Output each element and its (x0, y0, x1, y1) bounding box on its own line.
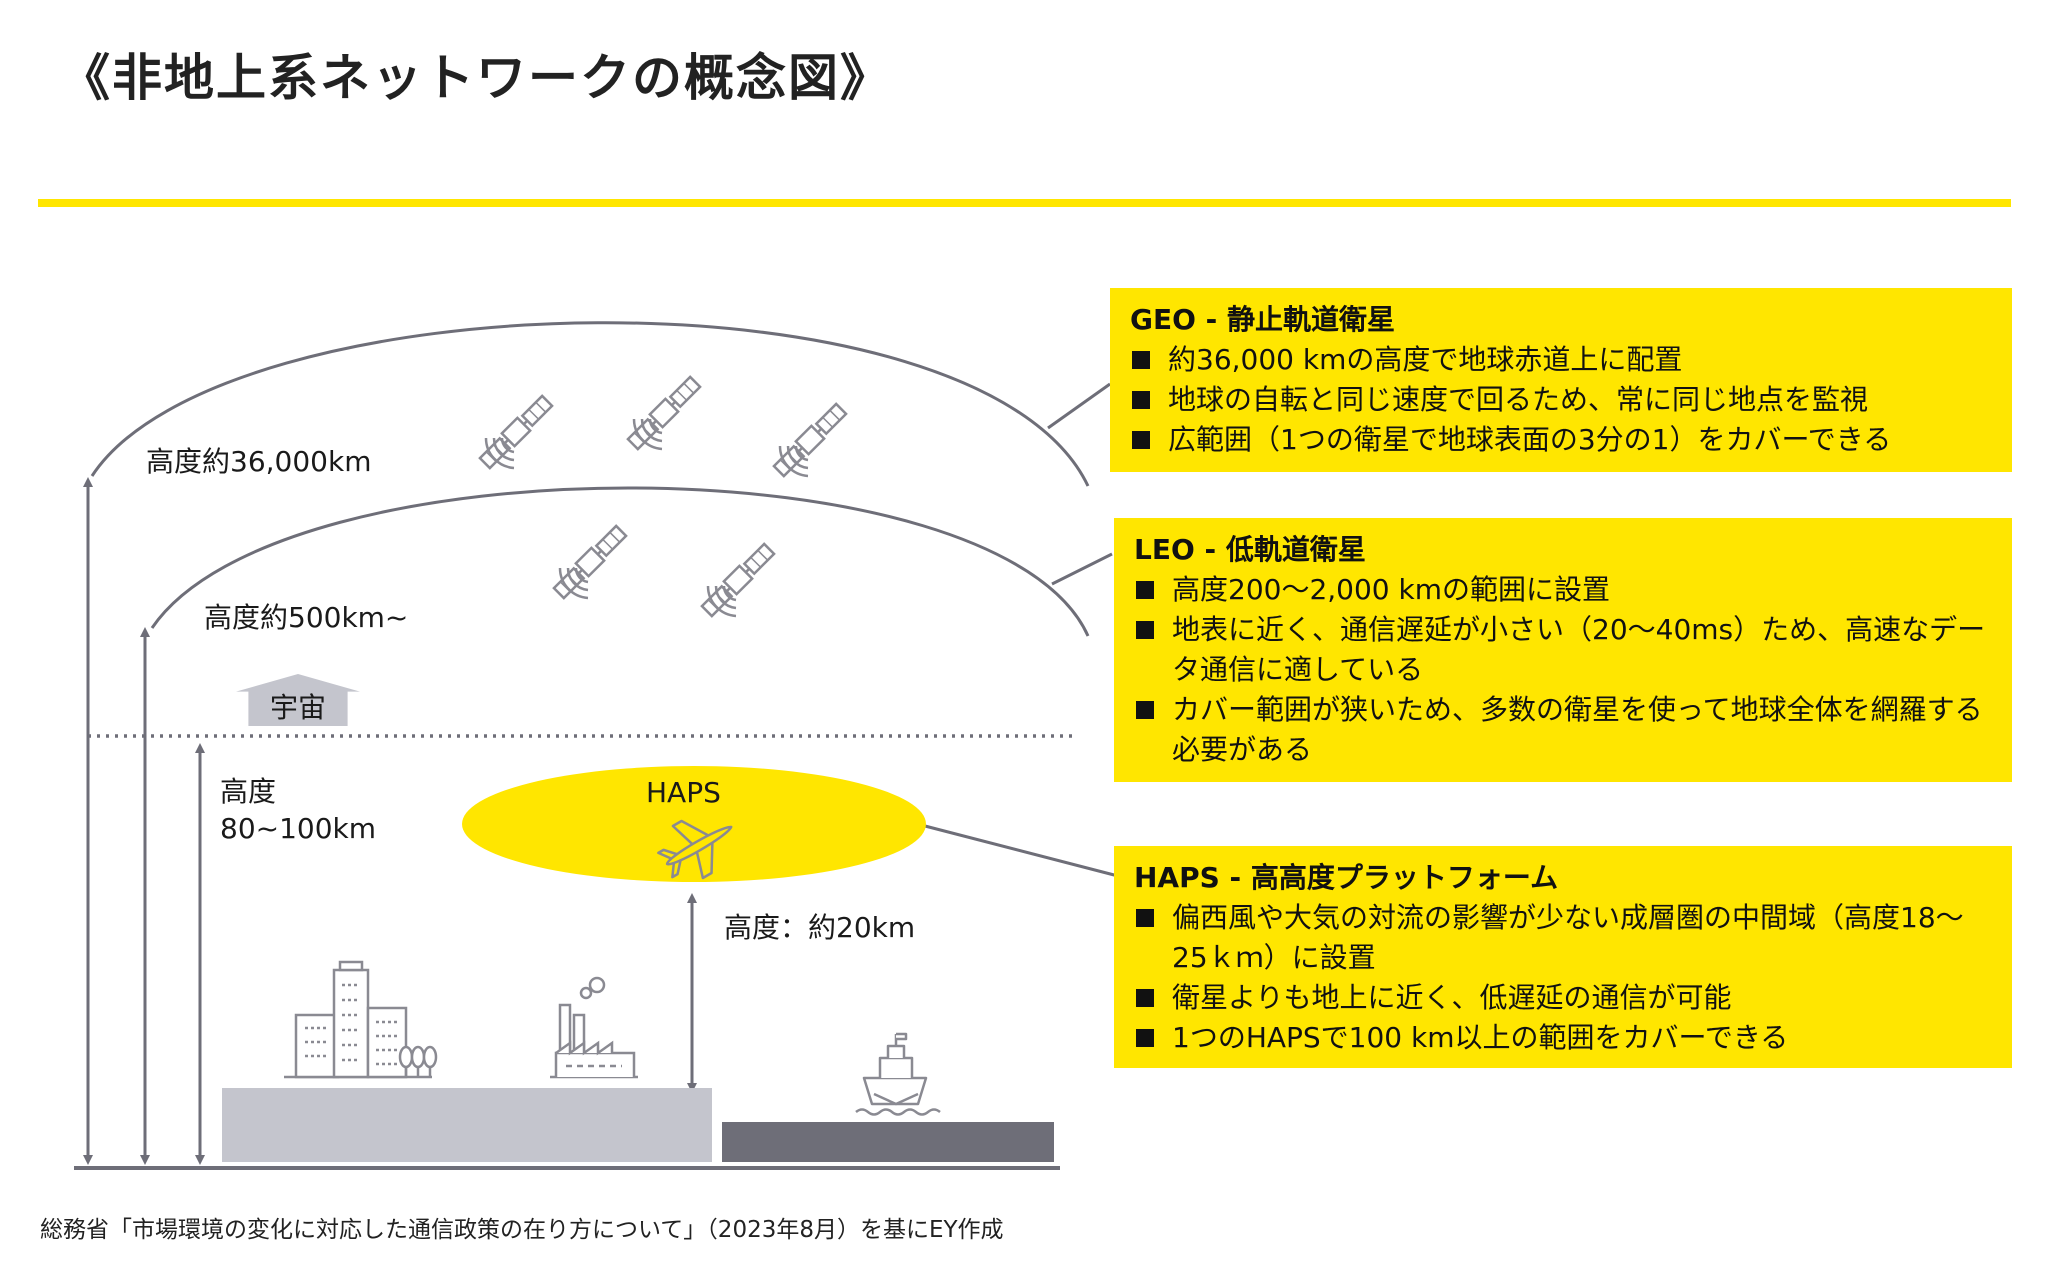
leo-info-box: LEO - 低軌道衛星 高度200～2,000 kmの範囲に設置 地表に近く、通… (1114, 518, 2012, 782)
airplane-icon (657, 819, 733, 880)
satellite-icon (625, 374, 703, 452)
haps-zone (462, 766, 926, 882)
list-item: 1つのHAPSで100 km以上の範囲をカバーできる (1134, 1018, 1994, 1058)
tree-icon (398, 1045, 438, 1077)
geo-box-title: GEO - 静止軌道衛星 (1130, 303, 1396, 336)
list-item: 地球の自転と同じ速度で回るため、常に同じ地点を監視 (1130, 380, 1994, 420)
geo-altitude-label: 高度約36,000km (146, 445, 372, 478)
geo-info-box: GEO - 静止軌道衛星 約36,000 kmの高度で地球赤道上に配置 地球の自… (1110, 288, 2012, 472)
page-title: 《非地上系ネットワークの概念図》 (60, 49, 892, 107)
leo-orbit-arc (150, 486, 1090, 637)
haps-label: HAPS (646, 776, 721, 809)
list-item: 偏西風や大気の対流の影響が少ない成層圏の中間域（高度18～25ｋｍ）に設置 (1134, 898, 1994, 978)
geo-box-list: 約36,000 kmの高度で地球赤道上に配置 地球の自転と同じ速度で回るため、常… (1130, 340, 1994, 460)
list-item: 広範囲（1つの衛星で地球表面の3分の1）をカバーできる (1130, 420, 1994, 460)
list-item: 衛星よりも地上に近く、低遅延の通信が可能 (1134, 978, 1994, 1018)
haps-info-box: HAPS - 高高度プラットフォーム 偏西風や大気の対流の影響が少ない成層圏の中… (1114, 846, 2012, 1068)
leo-box-list: 高度200～2,000 kmの範囲に設置 地表に近く、通信遅延が小さい（20～4… (1134, 570, 1994, 770)
geo-orbit-arc (90, 321, 1090, 487)
ship-icon (855, 1032, 941, 1116)
sea-block (722, 1122, 1054, 1162)
boundary-altitude-label-line2: 80~100km (220, 812, 377, 845)
haps-leader-line (924, 824, 1119, 878)
land-block (222, 1088, 712, 1162)
leo-altitude-label: 高度約500km~ (204, 601, 409, 634)
office-building-icon (284, 960, 432, 1079)
haps-box-list: 偏西風や大気の対流の影響が少ない成層圏の中間域（高度18～25ｋｍ）に設置 衛星… (1134, 898, 1994, 1058)
factory-icon (550, 976, 638, 1079)
haps-altitude-label: 高度：約20km (724, 911, 916, 944)
title-underline (38, 199, 2011, 207)
space-up-arrow: 宇宙 (236, 674, 360, 726)
satellite-icon (477, 393, 555, 471)
satellite-icon (771, 401, 849, 479)
satellite-icon (551, 523, 629, 601)
leo-box-title: LEO - 低軌道衛星 (1134, 533, 1366, 566)
space-label: 宇宙 (269, 691, 326, 724)
list-item: 約36,000 kmの高度で地球赤道上に配置 (1130, 340, 1994, 380)
haps-box-title: HAPS - 高高度プラットフォーム (1134, 861, 1559, 894)
boundary-altitude-label-line1: 高度 (220, 775, 277, 808)
list-item: 高度200～2,000 kmの範囲に設置 (1134, 570, 1994, 610)
source-note: 総務省「市場環境の変化に対応した通信政策の在り方について」（2023年8月）を基… (40, 1217, 1004, 1243)
geo-leader-line (1047, 382, 1111, 430)
list-item: カバー範囲が狭いため、多数の衛星を使って地球全体を網羅する必要がある (1134, 690, 1994, 770)
leo-leader-line (1051, 552, 1113, 586)
list-item: 地表に近く、通信遅延が小さい（20～40ms）ため、高速なデータ通信に適している (1134, 610, 1994, 690)
satellite-icon (699, 541, 777, 619)
